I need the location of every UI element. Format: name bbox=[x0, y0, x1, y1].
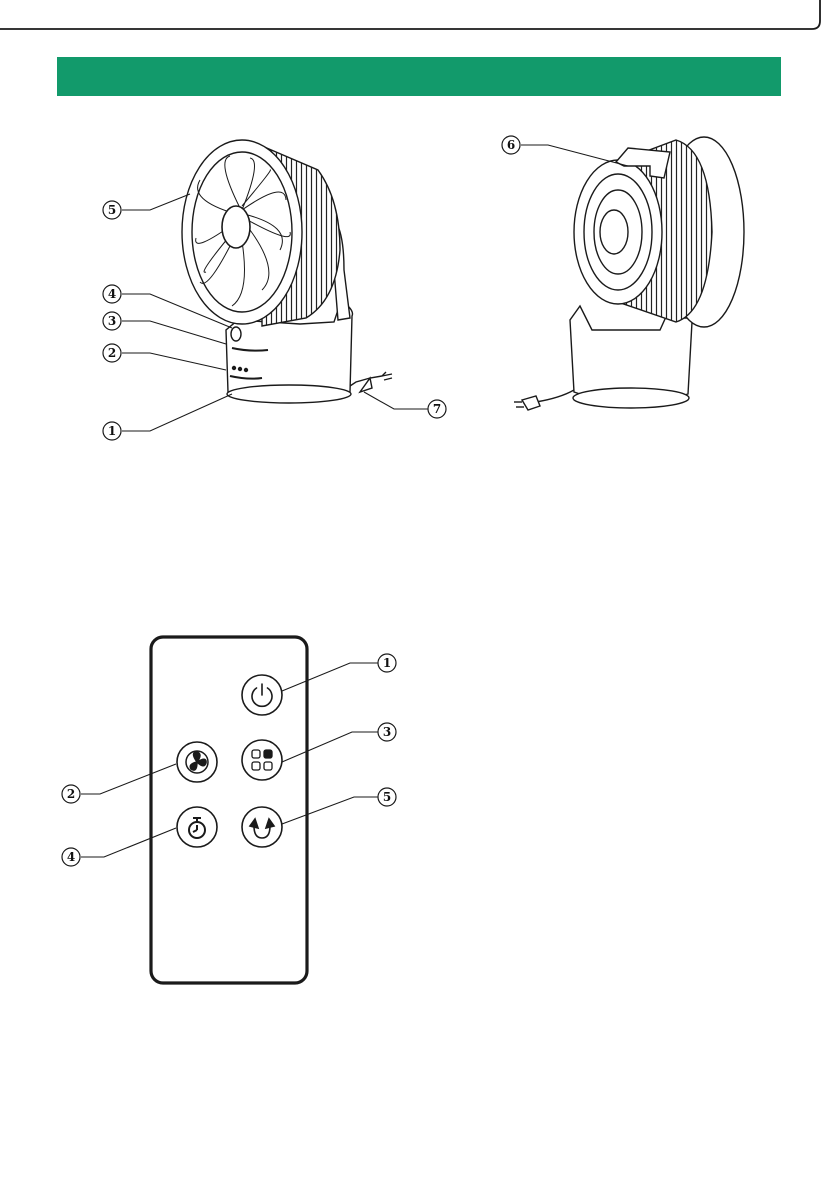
fan-front-view bbox=[182, 140, 392, 403]
svg-text:2: 2 bbox=[108, 346, 116, 360]
front-callout-4: 4 bbox=[103, 285, 121, 303]
front-callout-5: 5 bbox=[103, 201, 121, 219]
fan-rear-power-plug bbox=[522, 396, 540, 410]
fan-rear-view bbox=[514, 137, 744, 410]
svg-text:1: 1 bbox=[108, 424, 116, 438]
svg-text:3: 3 bbox=[383, 725, 391, 739]
svg-text:4: 4 bbox=[108, 287, 116, 301]
svg-text:4: 4 bbox=[67, 850, 75, 864]
front-callout-3: 3 bbox=[103, 312, 121, 330]
remote-body bbox=[151, 637, 307, 983]
rear-view-callouts: 6 bbox=[502, 136, 520, 154]
front-callout-2: 2 bbox=[103, 344, 121, 362]
svg-text:7: 7 bbox=[433, 402, 441, 416]
fan-top-button bbox=[231, 327, 241, 341]
remote-callout-3: 3 bbox=[378, 723, 396, 741]
fan-power-plug bbox=[350, 372, 386, 392]
remote-callout-5: 5 bbox=[378, 788, 396, 806]
svg-text:2: 2 bbox=[67, 787, 75, 801]
svg-text:6: 6 bbox=[507, 138, 515, 152]
svg-text:5: 5 bbox=[383, 790, 391, 804]
mode-button bbox=[242, 740, 282, 780]
fan-speed-button bbox=[177, 742, 217, 782]
svg-text:3: 3 bbox=[108, 314, 116, 328]
remote-callout-2: 2 bbox=[62, 785, 80, 803]
front-callout-1: 1 bbox=[103, 422, 121, 440]
svg-text:1: 1 bbox=[383, 656, 391, 670]
power-button bbox=[242, 675, 282, 715]
remote-callout-1: 1 bbox=[378, 654, 396, 672]
timer-button bbox=[177, 807, 217, 847]
remote-control bbox=[151, 637, 307, 983]
front-callout-7: 7 bbox=[428, 400, 446, 418]
rear-callout-6: 6 bbox=[502, 136, 520, 154]
remote-callout-4: 4 bbox=[62, 848, 80, 866]
oscillation-button bbox=[242, 807, 282, 847]
svg-text:5: 5 bbox=[108, 203, 116, 217]
